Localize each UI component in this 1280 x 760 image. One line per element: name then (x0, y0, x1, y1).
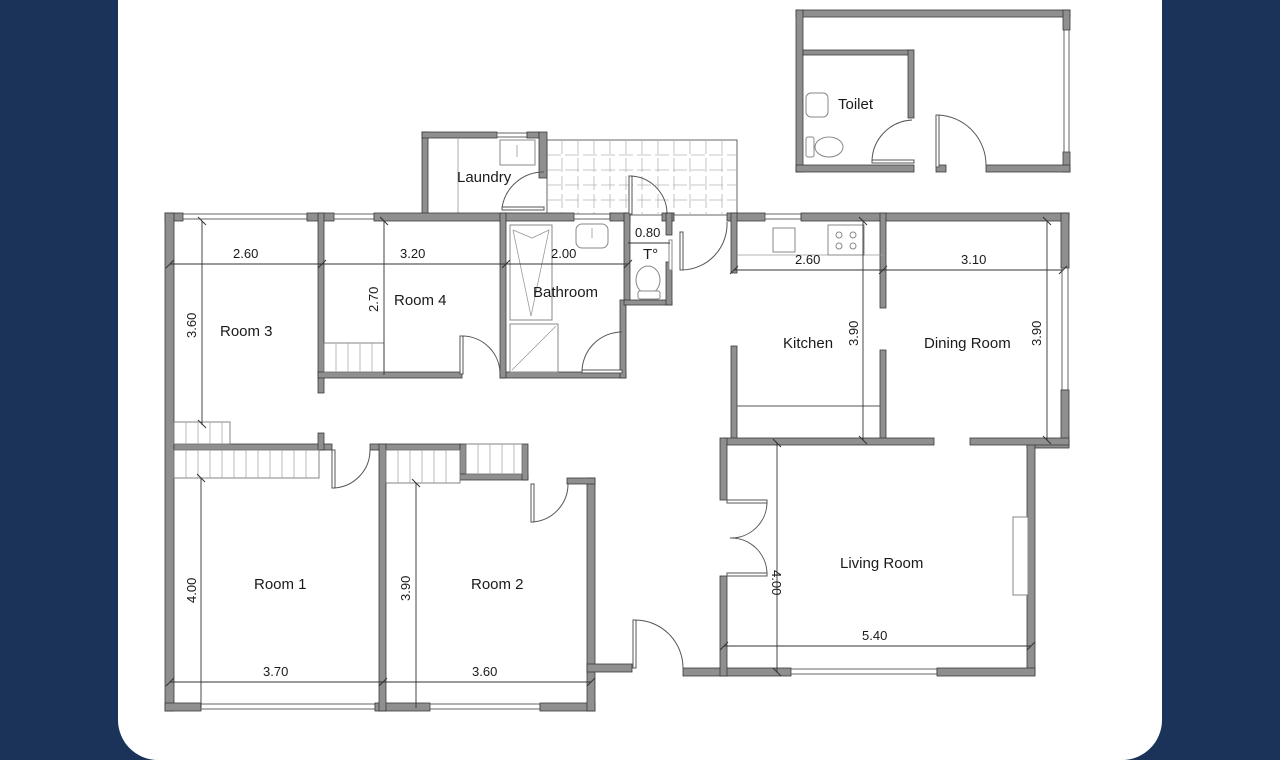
room-labels: Room 3 Room 4 Bathroom T° Kitchen Dining… (220, 246, 1011, 593)
outbuilding: Toilet (795, 9, 1071, 173)
wc-toilet-icon (635, 265, 661, 295)
room4-width-label: 3.20 (400, 246, 425, 261)
dining-depth-label: 3.90 (1029, 321, 1044, 346)
fixtures (509, 223, 1029, 596)
kitchen-sink-icon (772, 227, 796, 253)
bathtub-icon (509, 224, 553, 321)
interior-walls (173, 212, 1070, 712)
toilet-icon (814, 136, 844, 158)
living-cabinet-icon (1012, 516, 1029, 596)
room3-label: Room 3 (220, 323, 273, 340)
living-width-label: 5.40 (862, 628, 887, 643)
doors (331, 175, 768, 669)
dining-width-label: 3.10 (961, 252, 986, 267)
storage-shelves (173, 342, 523, 484)
bathroom-label: Bathroom (533, 284, 598, 301)
laundry: Laundry (421, 131, 548, 217)
exterior-walls (164, 212, 1070, 712)
kitchen-label: Kitchen (783, 335, 833, 352)
room2-label: Room 2 (471, 576, 524, 593)
room2-depth-label: 3.90 (398, 576, 413, 601)
wc-label: T° (643, 246, 658, 263)
dimension-lines (165, 216, 1068, 708)
laundry-sink-icon (499, 139, 536, 166)
room1-width-label: 3.70 (263, 664, 288, 679)
room1-depth-label: 4.00 (184, 578, 199, 603)
stove-icon (827, 224, 865, 256)
living-depth-label: 4.00 (769, 570, 784, 595)
dining-room-label: Dining Room (924, 335, 1011, 352)
dimension-labels: 2.60 3.60 3.20 2.70 2.00 0.80 2.60 3.90 … (184, 225, 1044, 679)
room3-width-label: 2.60 (233, 246, 258, 261)
bathroom-width-label: 2.00 (551, 246, 576, 261)
wc-width-label: 0.80 (635, 225, 660, 240)
washbasin-icon (805, 92, 829, 118)
kitchen-depth-label: 3.90 (846, 321, 861, 346)
room3-depth-label: 3.60 (184, 313, 199, 338)
room4-label: Room 4 (394, 292, 447, 309)
floor-plan: Toilet Laundry (164, 9, 1071, 712)
drawing-panel (118, 0, 1162, 760)
room1-label: Room 1 (254, 576, 307, 593)
tiled-terrace (546, 139, 738, 216)
toilet-label: Toilet (838, 96, 874, 113)
room4-depth-label: 2.70 (366, 287, 381, 312)
living-room-label: Living Room (840, 555, 923, 572)
laundry-label: Laundry (457, 169, 512, 186)
room2-width-label: 3.60 (472, 664, 497, 679)
kitchen-width-label: 2.60 (795, 252, 820, 267)
